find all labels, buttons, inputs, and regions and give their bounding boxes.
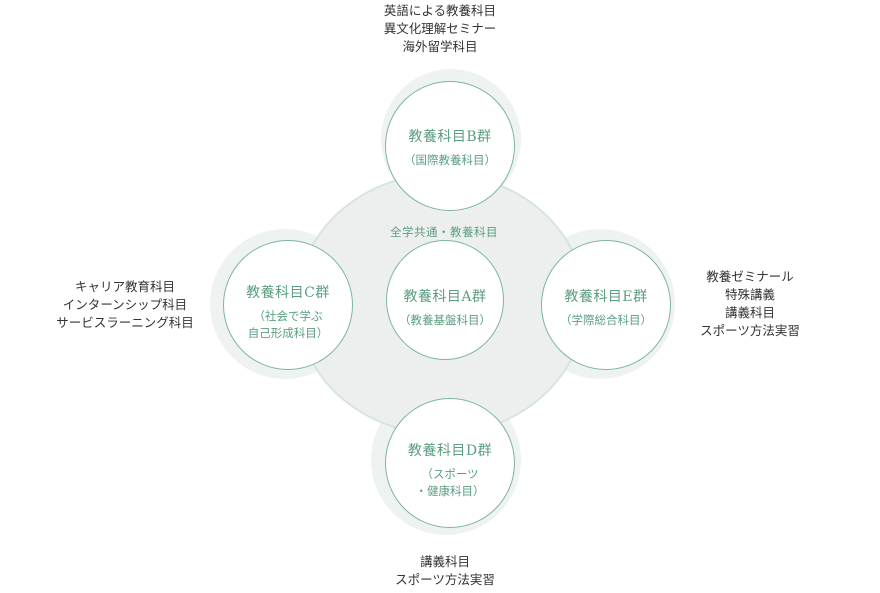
group-b-circle — [385, 81, 515, 211]
group-a-title: 教養科目A群 — [403, 289, 487, 305]
outer-label-top: 英語による教養科目 異文化理解セミナー 海外留学科目 — [340, 2, 540, 56]
group-a-circle — [386, 240, 504, 360]
group-c-title: 教養科目C群 — [246, 285, 330, 301]
group-e-sub-line: （学際総合科目） — [560, 313, 652, 327]
group-a-text: 教養科目A群 （教養基盤科目） — [386, 286, 504, 329]
outer-left-line: キャリア教育科目 — [74, 279, 175, 294]
group-c-sub-line: 自己形成科目） — [247, 326, 329, 340]
outer-bottom-line: 講義科目 — [419, 554, 470, 569]
group-a-subtitle: （教養基盤科目） — [386, 312, 504, 329]
common-subjects-label: 全学共通・教養科目 — [390, 225, 498, 239]
group-c-circle — [223, 240, 353, 370]
group-b-sub-line: （国際教養科目） — [404, 153, 496, 167]
outer-top-line: 英語による教養科目 — [383, 3, 497, 18]
group-e-subtitle: （学際総合科目） — [541, 312, 671, 329]
outer-left-line: インターンシップ科目 — [62, 297, 188, 312]
group-b-subtitle: （国際教養科目） — [385, 152, 515, 169]
outer-label-left: キャリア教育科目 インターンシップ科目 サービスラーニング科目 — [30, 278, 220, 332]
group-d-subtitle: （スポーツ ・健康科目） — [385, 466, 515, 500]
group-e-text: 教養科目E群 （学際総合科目） — [541, 286, 671, 329]
group-c-text: 教養科目C群 （社会で学ぶ 自己形成科目） — [223, 282, 353, 342]
outer-bottom-line: スポーツ方法実習 — [395, 572, 495, 587]
group-d-title: 教養科目D群 — [407, 443, 493, 459]
group-d-circle — [385, 398, 515, 528]
group-e-title: 教養科目E群 — [564, 289, 648, 305]
group-d-sub-line: ・健康科目） — [415, 484, 485, 498]
group-c-subtitle: （社会で学ぶ 自己形成科目） — [223, 308, 353, 342]
outer-right-line: 教養ゼミナール — [706, 269, 794, 284]
outer-label-bottom: 講義科目 スポーツ方法実習 — [350, 553, 540, 589]
outer-right-line: 特殊講義 — [724, 287, 775, 302]
outer-right-line: スポーツ方法実習 — [700, 323, 800, 338]
group-d-text: 教養科目D群 （スポーツ ・健康科目） — [385, 440, 515, 500]
group-a-sub-line: （教養基盤科目） — [399, 313, 491, 327]
group-b-title: 教養科目B群 — [408, 129, 492, 145]
group-b-text: 教養科目B群 （国際教養科目） — [385, 126, 515, 169]
group-c-sub-line: （社会で学ぶ — [253, 309, 323, 323]
outer-top-line: 異文化理解セミナー — [383, 21, 497, 36]
outer-label-right: 教養ゼミナール 特殊講義 講義科目 スポーツ方法実習 — [670, 268, 830, 340]
outer-right-line: 講義科目 — [724, 305, 775, 320]
group-e-circle — [541, 240, 671, 370]
outer-left-line: サービスラーニング科目 — [56, 315, 194, 330]
outer-top-line: 海外留学科目 — [402, 39, 478, 54]
group-d-sub-line: （スポーツ — [421, 467, 479, 481]
